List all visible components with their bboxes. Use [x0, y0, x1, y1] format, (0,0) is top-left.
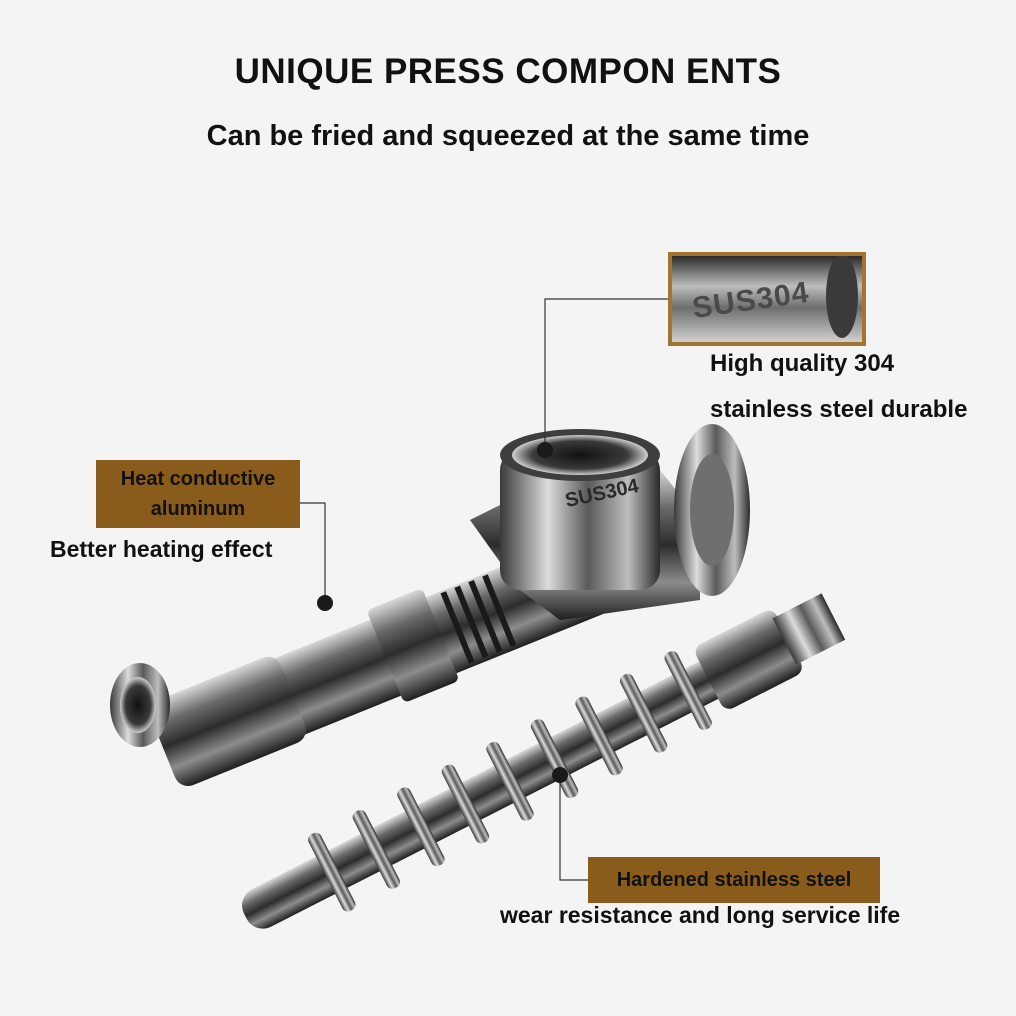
screw-label-box: Hardened stainless steel: [588, 857, 880, 903]
auger-screw: [242, 593, 846, 929]
page-title: UNIQUE PRESS COMPON ENTS: [234, 52, 782, 91]
sus304-inset-photo: SUS304: [668, 252, 866, 346]
aluminum-label-line2: aluminum: [150, 498, 246, 520]
screw-caption: wear resistance and long service life: [500, 902, 901, 928]
stainless-chamber: SUS304: [470, 424, 750, 620]
page-subtitle: Can be fried and squeezed at the same ti…: [206, 120, 810, 152]
aluminum-barrel: [150, 537, 611, 787]
aluminum-caption: Better heating effect: [50, 536, 273, 562]
screw-label-text: Hardened stainless steel: [616, 869, 852, 891]
stainless-caption-line1: High quality 304: [710, 350, 895, 377]
stainless-caption-line2: stainless steel durable: [710, 396, 968, 423]
aluminum-label-line1: Heat conductive: [120, 468, 276, 490]
aluminum-label-box: Heat conductive aluminum: [96, 460, 300, 528]
